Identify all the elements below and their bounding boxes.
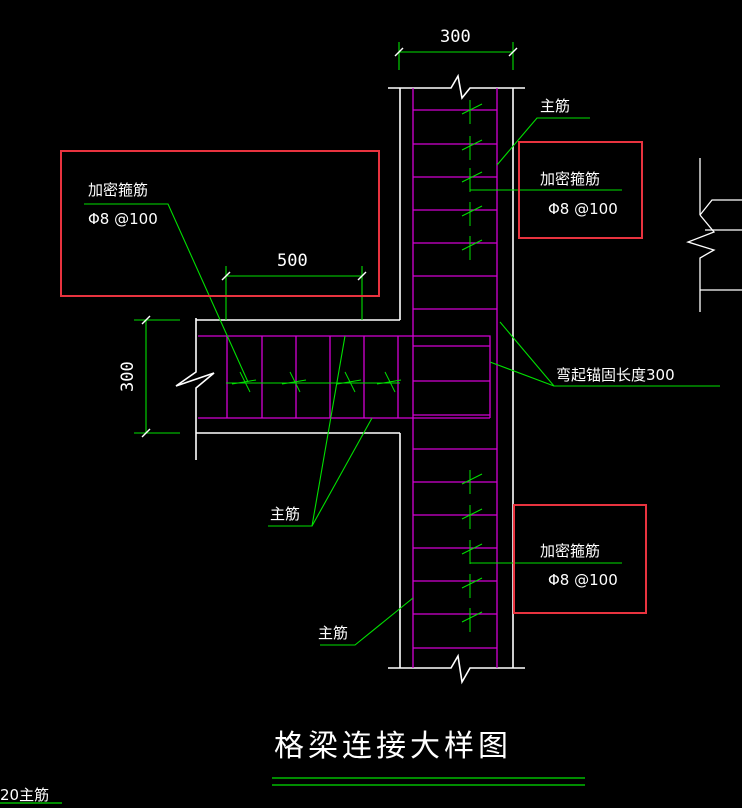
highlight-box-beam [60,150,380,297]
rebar [198,88,498,668]
concrete-outline [175,73,525,685]
label-main-bar-bottom: 主筋 [318,624,349,642]
label-dense-stirrup-column-top: 加密箍筋 [540,170,601,188]
drawing-title: 格梁连接大样图 [274,729,512,764]
title-underline [0,777,585,804]
hook-marks [226,100,483,632]
label-main-bar-beam: 主筋 [270,505,301,523]
dimension-beam-depth: 300 [118,361,138,392]
label-dense-stirrup-column-bottom: 加密箍筋 [540,542,601,560]
label-bent-anchor-length: 弯起锚固长度300 [556,366,675,384]
label-main-bar-top: 主筋 [540,97,571,115]
highlight-box-column-bottom [513,504,647,614]
label-dense-stirrup-column-top-spec: Φ8 @100 [548,200,618,218]
highlight-box-column-top [518,141,643,239]
dimension-column-width: 300 [440,27,471,47]
label-dense-stirrup-beam: 加密箍筋 [88,181,149,199]
dimension-dense-zone-length: 500 [277,251,308,271]
leader-lines [84,42,720,646]
adjacent-element [686,158,742,312]
corner-note: 20主筋 [0,786,50,804]
label-dense-stirrup-column-bottom-spec: Φ8 @100 [548,571,618,589]
dimension-ticks [141,47,518,438]
label-dense-stirrup-beam-spec: Φ8 @100 [88,210,158,228]
